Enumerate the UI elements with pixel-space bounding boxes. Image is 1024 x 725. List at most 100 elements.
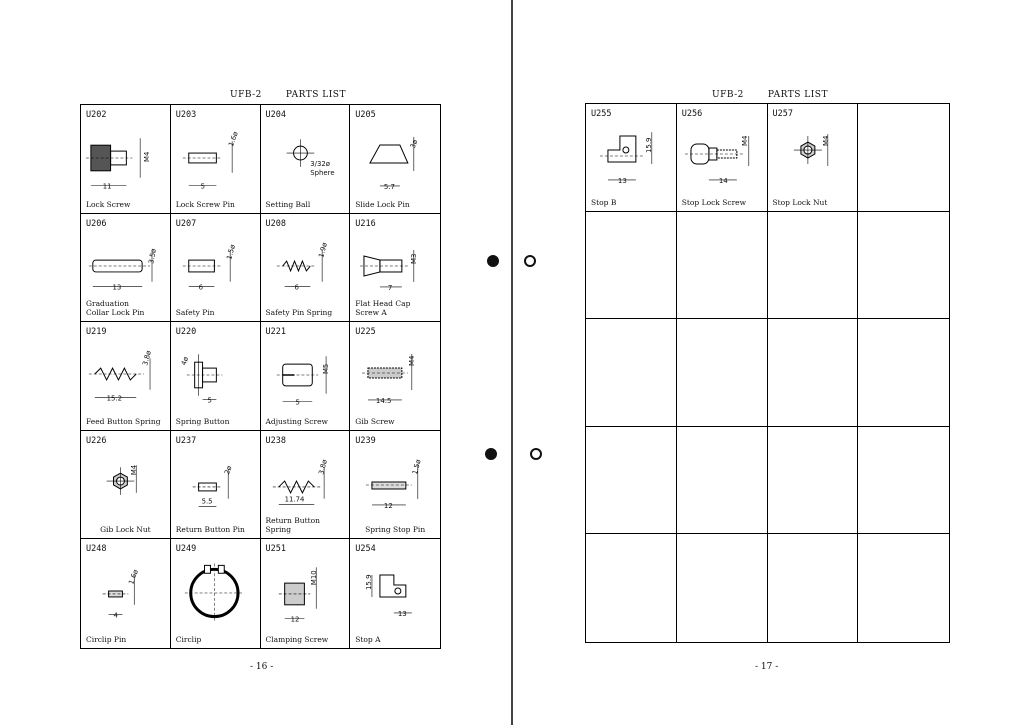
dim-label: 15.9: [645, 137, 653, 153]
dim-label: 15.9: [365, 575, 373, 591]
dim-label: 15.2: [107, 395, 122, 403]
part-name: Lock Screw Pin: [175, 199, 235, 209]
part-code: U225: [355, 327, 376, 338]
circlip-drawing: [184, 563, 244, 623]
dim-label: 5.7: [384, 183, 395, 191]
part-cell-u216: U216 M3 7 Flat Head Cap Screw A: [350, 214, 440, 323]
empty-cell: [767, 319, 859, 427]
part-cell-u226: U226 M4 Gib Lock Nut: [81, 430, 171, 540]
setting-ball-drawing: 3/32ø Sphere: [286, 139, 334, 177]
part-name: Graduation Collar Lock Pin: [86, 299, 144, 317]
part-code: U239: [355, 435, 376, 446]
part-name-line: Return Button: [265, 516, 320, 526]
part-name-line: Flat Head Cap: [355, 299, 411, 309]
lock-screw-drawing: M4 11: [85, 138, 151, 191]
part-cell-u237: U237 2ø 5.5 Return Button Pin: [170, 430, 261, 540]
part-name: Gib Lock Nut: [100, 525, 151, 535]
part-code: U226: [86, 435, 107, 446]
part-cell-u203: U203 1.6ø 5 Lock Screw Pin: [170, 105, 261, 214]
empty-cell: [858, 534, 949, 642]
dim-label: 3.8ø: [141, 350, 153, 367]
stop-lock-nut-drawing: M4: [793, 134, 829, 166]
lock-screw-pin-drawing: 1.6ø 5: [182, 131, 240, 191]
dim-label: 3.5ø: [147, 248, 158, 264]
part-code: U221: [265, 327, 286, 338]
feed-button-spring-drawing: 3.8ø 15.2: [88, 350, 153, 403]
part-cell-u219: U219 3.8ø 15.2 Feed Button Spring: [81, 322, 171, 431]
part-name: Spring Stop Pin: [365, 525, 426, 535]
safety-pin-spring-drawing: 1.9ø 6: [276, 241, 328, 291]
right-parts-table: U255 15.9 13 Stop B U256 M4 14 Stop Lock…: [585, 103, 950, 643]
dim-label: 1.5ø: [225, 243, 237, 260]
part-name: Stop A: [355, 634, 381, 644]
part-cell-u257: U257 M4 Stop Lock Nut: [767, 104, 859, 212]
part-cell-u206: U206 3.5ø 13 Graduation Collar Lock Pin: [81, 213, 171, 323]
right-page-number: - 17 -: [755, 662, 779, 672]
dim-label: 3.8ø: [317, 459, 329, 476]
stop-b-drawing: 15.9 13: [599, 132, 653, 185]
part-name: Stop B: [591, 197, 617, 207]
binder-hole: [530, 448, 542, 460]
flat-head-cap-screw-drawing: M3 7: [360, 249, 418, 292]
empty-cell: [858, 319, 949, 427]
empty-cell: [768, 534, 859, 642]
part-code: U255: [591, 109, 612, 119]
empty-cell: [586, 534, 677, 642]
adjusting-screw-drawing: M5 5: [276, 356, 330, 407]
dim-label: M4: [821, 135, 829, 146]
part-name: Stop Lock Screw: [681, 197, 747, 207]
gib-screw-drawing: M4 14.5: [362, 354, 416, 405]
part-cell-u205: U205 3ø 5.7 Slide Lock Pin: [350, 105, 440, 214]
part-name: Gib Screw: [355, 416, 395, 426]
dim-label: 11.74: [284, 496, 304, 504]
part-name-line: Screw A: [355, 308, 387, 318]
empty-cell: [676, 319, 768, 427]
dim-label: M4: [143, 152, 151, 162]
part-name-line: Graduation: [86, 299, 129, 309]
part-code: U207: [175, 218, 197, 229]
part-cell-u238: U238 3.8ø 11.74 Return Button Spring: [260, 430, 351, 540]
dim-label: 14: [719, 177, 728, 185]
part-name-line: Spring: [265, 525, 292, 535]
dim-label: 13: [618, 177, 627, 185]
dim-label: 5: [200, 183, 204, 191]
part-name: Safety Pin Spring: [265, 308, 333, 318]
part-code: U220: [175, 327, 197, 338]
graduation-collar-lock-pin-drawing: 3.5ø 13: [88, 248, 158, 291]
empty-cell: [676, 426, 768, 535]
part-name: Feed Button Spring: [86, 416, 161, 426]
part-name: Flat Head Cap Screw A: [355, 299, 410, 317]
dim-label: 6: [294, 283, 298, 291]
part-name: Spring Button: [175, 416, 230, 426]
left-page-title: UFB-2: [230, 90, 262, 100]
part-cell-u207: U207 1.5ø 6 Safety Pin: [170, 213, 261, 323]
part-code: U216: [355, 218, 376, 229]
part-code: U251: [265, 544, 286, 555]
part-name: Adjusting Screw: [265, 416, 328, 426]
part-cell-u251: U251 M10 12 Clamping Screw: [261, 539, 351, 648]
part-cell-u204: U204 3/32ø Sphere Setting Ball: [260, 105, 351, 214]
part-cell-u256: U256 M4 14 Stop Lock Screw: [676, 104, 768, 212]
empty-cell: [677, 534, 768, 642]
part-name: Safety Pin: [175, 308, 215, 318]
binder-hole: [485, 448, 497, 460]
binder-hole: [487, 255, 499, 267]
spring-stop-pin-drawing: 1.5ø 12: [366, 458, 423, 510]
dim-label: 12: [290, 616, 299, 624]
part-name: Lock Screw: [86, 199, 131, 209]
stop-lock-screw-drawing: M4 14: [684, 135, 749, 185]
part-name: Return Button Pin: [175, 525, 245, 535]
part-name: Setting Ball: [265, 199, 311, 209]
part-code: U204: [265, 110, 286, 120]
dim-label: 5: [295, 399, 299, 407]
part-cell-u249: U249 Circlip: [171, 539, 261, 648]
part-cell-u221: U221 M5 5 Adjusting Screw: [260, 322, 351, 431]
part-code: U219: [86, 327, 107, 338]
dim-label: M4: [130, 465, 138, 475]
part-name: Stop Lock Nut: [772, 197, 828, 207]
part-code: U249: [175, 544, 197, 555]
empty-cell: [858, 104, 949, 212]
dim-label: 1.6ø: [227, 131, 240, 148]
dim-label: 14.5: [376, 397, 392, 405]
